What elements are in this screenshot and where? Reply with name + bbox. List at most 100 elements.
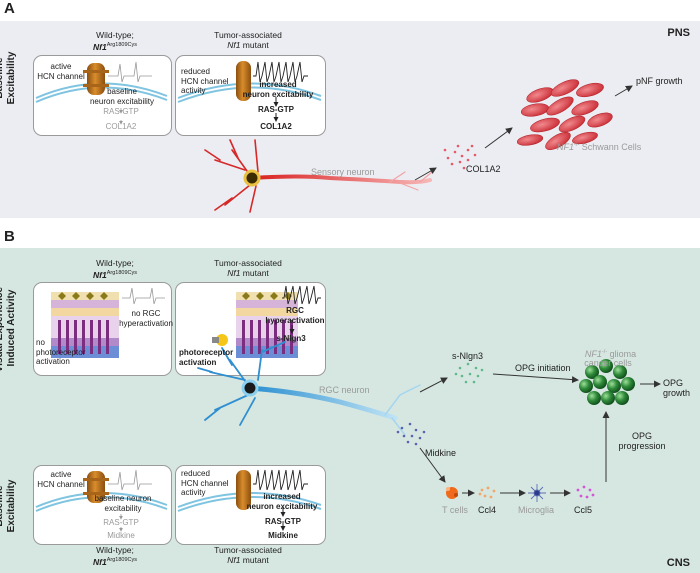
b-bot-mut-channel-label: reduced HCN channel activity [181,469,229,497]
glioma-label: NF1-/- glioma cancer cells [564,338,652,369]
b-bot-wt-sup: Arg1809Cys [106,556,137,563]
b-mut-rgc-label: RGC hyperactivation [265,306,325,325]
b-top-wt-title-line1: Wild-type; [96,258,134,268]
b-bot-mut-excitability-label: increased neuron excitability [246,492,318,511]
a-mut-channel-label: reduced HCN channel activity [181,67,229,95]
b-bot-mut-title-line2: Nf1 mutant [188,554,308,566]
light-bulb-icon [212,334,228,346]
b-wt-no-photo-label: no photoreceptor activation [36,338,86,366]
rgc-neuron-soma [241,379,259,397]
midkine-to-tcells-arrow [419,447,446,483]
b-bot-wt-spike-trace [108,469,152,491]
b-bot-wt-product-label: Midkine [107,531,135,540]
b-mut-photo-label: photoreceptor activation [179,348,234,367]
b-mut-snlgn3-label: s-Nlgn3 [276,334,306,343]
schwann-rest: Schwann Cells [579,142,642,152]
b-wt-rgc-cells [58,292,108,300]
b-bot-mut-rest: mutant [240,554,269,565]
a-wt-title: Wild-type; Nf1Arg1809Cys [60,30,170,52]
a-mut-spike-trace [253,61,308,83]
b-bot-mut-gene: Nf1 [227,554,241,565]
midkine-dots [396,422,426,446]
glioma-rest: glioma cancer cells [584,348,637,368]
sensory-neuron [204,139,433,213]
b-top-mut-title-line2: Nf1 mutant [188,267,308,279]
glioma-gene: NF1 [584,348,602,359]
b-bot-wt-ras-label: RAS-GTP [103,518,139,527]
microglia-icon [528,484,546,502]
schwann-label: NF1-/- Schwann Cells [557,141,641,153]
schwann-cells [516,79,613,150]
panel-a-letter: A [4,0,15,17]
cns-region-label: CNS [666,557,690,569]
tcells-icon [446,487,458,499]
b-top-mut-title-line1: Tumor-associated [214,258,282,268]
sensory-to-col1a2-arrow [414,167,437,181]
a-wt-product-label: COL1A2 [105,122,137,131]
a-mut-product-label: COL1A2 [260,122,292,131]
b-bot-wt-excitability-label: baseline neuron excitability [94,494,152,513]
pns-region-label: PNS [667,27,690,39]
a-wt-excitability-label: baseline neuron excitability [89,87,155,106]
b-top-mut-title: Tumor-associated Nf1 mutant [188,258,308,279]
b-midkine-label: Midkine [425,448,457,458]
opg-initiation-label: OPG initiation [515,363,571,373]
a-mut-title-line2: Nf1 mutant [188,39,308,51]
glioma-cells [579,359,635,405]
ccl4-dots [478,486,496,499]
a-wt-title-line2: Nf1Arg1809Cys [60,41,170,52]
col1a2-to-schwann-arrow [484,127,513,149]
a-col1a2-label: COL1A2 [466,164,501,174]
b-wt-spike-trace [122,287,165,305]
sensory-neuron-soma [243,169,261,187]
b-bot-mut-title: Tumor-associated Nf1 mutant [188,545,308,566]
b-top-wt-sup: Arg1809Cys [106,269,137,276]
tcells-label: T cells [442,505,468,515]
rgc-neuron-label: RGC neuron [319,385,370,395]
rgc-neuron [197,341,421,436]
b-mut-spike-trace [282,285,321,305]
snlgn3-dots [454,362,484,384]
a-mut-title: Tumor-associated Nf1 mutant [188,30,308,51]
schwann-gene: NF1 [557,142,575,152]
b-bot-mut-title-line1: Tumor-associated [214,545,282,555]
a-wt-hcn-channel [83,63,109,95]
b-mut-photoreceptors [242,320,293,354]
b-bot-wt-title-line2: Nf1Arg1809Cys [60,556,170,567]
b-bot-wt-gene: Nf1 [93,556,107,567]
opg-growth-label: OPG growth [663,378,691,398]
a-mut-gene: Nf1 [227,39,241,50]
b-top-mut-rest: mutant [240,267,269,278]
a-mut-ras-label: RAS-GTP [258,105,294,114]
pnf-growth-label: pNF growth [636,76,683,86]
a-wt-channel-label: active HCN channel [37,62,85,81]
b-top-wt-title-line2: Nf1Arg1809Cys [60,269,170,280]
b-bot-mut-product-label: Midkine [268,531,298,540]
a-wt-spike-trace [108,61,152,83]
b-bot-mut-ras-label: RAS-GTP [265,517,301,526]
rgc-to-snlgn3-arrow [419,377,448,393]
ccl5-label: Ccl5 [574,505,593,515]
schwann-sup: -/- [574,142,580,148]
opg-progression-label: OPG progression [618,431,666,451]
a-wt-sup: Arg1809Cys [106,41,137,48]
schwann-to-growth-arrow [614,85,633,97]
sensory-neuron-label: Sensory neuron [311,167,375,177]
ccl5-dots [576,485,595,499]
panel-b-letter: B [4,228,15,245]
a-wt-gene: Nf1 [93,41,107,52]
col1a2-dots [443,144,477,170]
b-bot-wt-title: Wild-type; Nf1Arg1809Cys [60,545,170,567]
b-bot-wt-channel-label: active HCN channel [37,470,85,489]
b-top-wt-gene: Nf1 [93,269,107,280]
ccl4-label: Ccl4 [478,505,497,515]
b-snlgn3-label: s-Nlgn3 [452,351,484,361]
a-wt-ras-label: RAS-GTP [103,107,139,116]
b-bot-wt-hcn-channel [83,471,109,503]
b-top-mut-gene: Nf1 [227,267,241,278]
a-mut-title-line1: Tumor-associated [214,30,282,40]
opg-initiation-arrow [492,373,579,384]
b-bot-wt-title-line1: Wild-type; [96,545,134,555]
a-mut-hcn-channel [236,61,251,101]
